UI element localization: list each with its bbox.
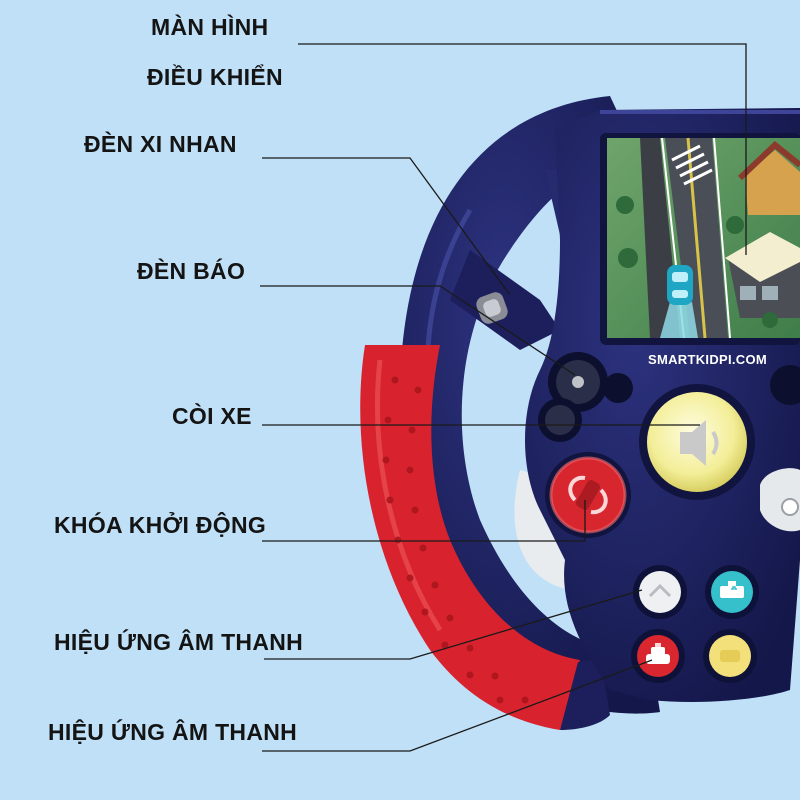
label-horn: CÒI XE (172, 403, 252, 429)
leader-screen (298, 43, 747, 255)
label-turn-signal: ĐÈN XI NHAN (84, 131, 237, 157)
ambulance-icon (720, 581, 744, 598)
sound-button-teal[interactable] (705, 565, 759, 619)
leader-indicator (260, 285, 576, 376)
label-screen-line1: MÀN HÌNH (151, 14, 269, 40)
label-ignition-lock: KHÓA KHỞI ĐỘNG (54, 512, 267, 538)
leader-sound-2 (262, 659, 653, 752)
ignition-button[interactable] (545, 452, 631, 538)
wiper-lever[interactable] (760, 468, 800, 532)
horn-button[interactable] (639, 384, 755, 500)
sound-button-yellow[interactable] (703, 629, 757, 683)
label-screen-line2: ĐIỀU KHIỂN (147, 64, 283, 90)
sound-button-red[interactable] (631, 629, 685, 683)
label-indicator: ĐÈN BÁO (137, 258, 246, 284)
leader-turn-signal (262, 157, 511, 296)
indicator-dials (538, 352, 800, 442)
leader-sound-1 (264, 589, 643, 660)
label-sound-effect-1: HIỆU ỨNG ÂM THANH (54, 629, 304, 655)
speaker-icon (680, 420, 719, 466)
watermark: SMARTKIDPI.COM (648, 352, 768, 367)
sound-button-white[interactable] (633, 565, 687, 619)
red-grip (360, 345, 610, 730)
leader-ignition (262, 500, 586, 542)
police-car-icon (646, 643, 670, 664)
ignition-key-icon (568, 475, 608, 515)
label-sound-effect-2: HIỆU ỨNG ÂM THANH (48, 719, 298, 745)
callout-lines (260, 43, 747, 752)
game-screen (600, 133, 800, 345)
